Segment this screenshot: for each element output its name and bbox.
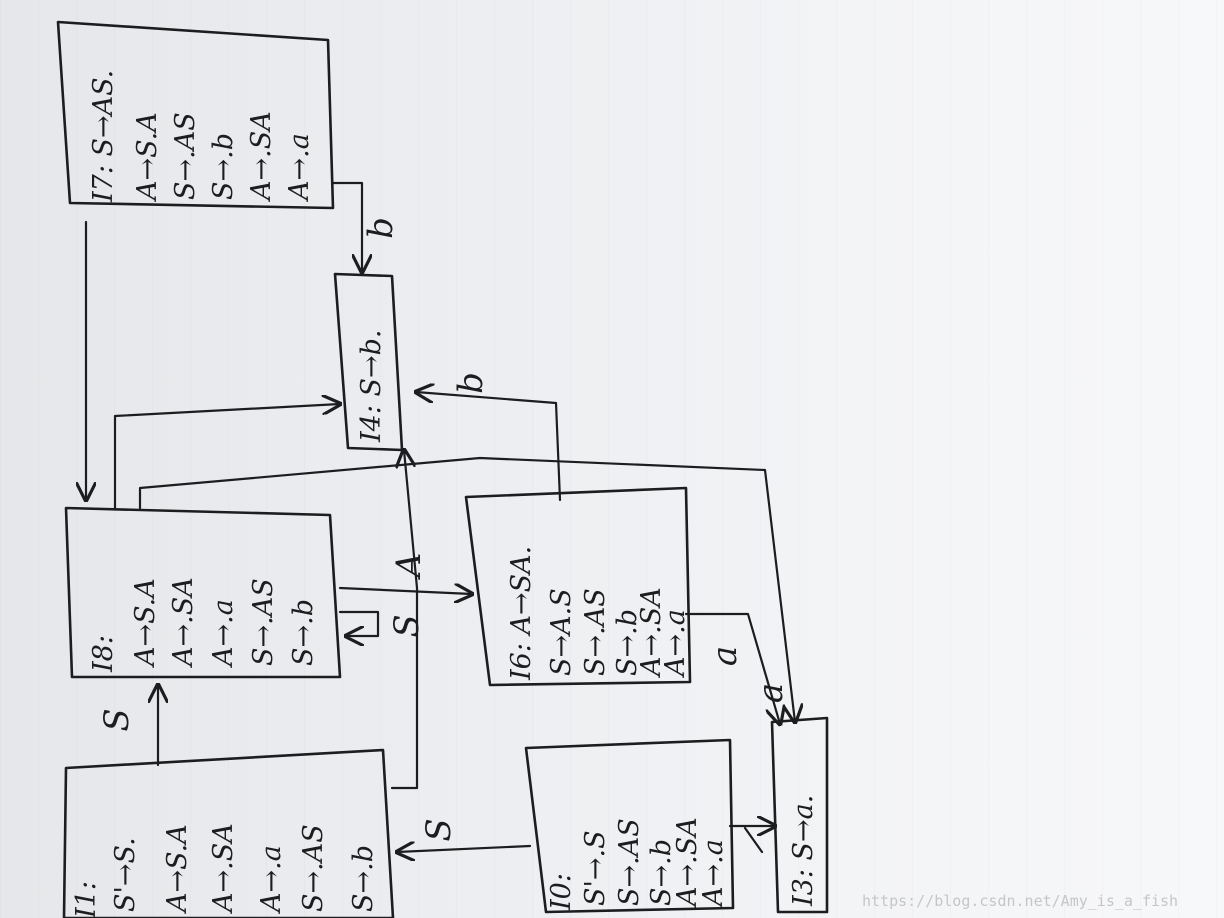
state-item-i1-1: A→S.A [130, 578, 161, 669]
state-item-i6-3: S→.b [612, 609, 643, 676]
edge-label-i0-i1: S [97, 708, 137, 731]
state-item-i6-2: S→.AS [580, 588, 611, 676]
edge-label-i1-i3: a [751, 683, 791, 703]
state-item-i8-2: S→.AS [614, 818, 645, 906]
edge-i0-i4 [390, 450, 419, 790]
state-item-i7-4: A→.SA [246, 111, 277, 203]
edge-i8-i3-branch [743, 826, 764, 854]
edge-label-i1-self: S [387, 614, 427, 637]
state-i1: I8: A→S.A A→.SA A→.a S→.AS S→.b [88, 577, 319, 673]
state-item-i7-1: A→S.A [132, 112, 163, 203]
state-item-i8-1: S'→.S [580, 830, 611, 906]
state-item-i8-5: A→.a [698, 839, 729, 909]
state-title-i1: I8: [88, 635, 119, 673]
edge-i7-i4 [331, 181, 362, 272]
watermark: https://blog.csdn.net/Amy_is_a_fish [862, 892, 1178, 910]
state-title-i6: I6: A→SA. [506, 546, 537, 681]
state-box-i0 [62, 748, 395, 918]
state-item-i1-2: A→.SA [168, 577, 199, 669]
state-i8: I0: S'→.S S→.AS S→.b A→.SA A→.a [546, 817, 729, 911]
state-box-i1 [64, 506, 342, 679]
edge-i1-i3 [138, 456, 795, 722]
state-item-i6-1: S→A.S [546, 588, 577, 676]
state-item-i6-5: A→.a [660, 609, 691, 679]
state-item-i0-3: A→.SA [208, 823, 239, 915]
edge-label-i6-i3: a [705, 646, 745, 666]
edge-i6-i3 [684, 612, 780, 724]
state-item-i0-4: A→.a [256, 845, 287, 915]
state-title-i7: I7: S→AS. [88, 70, 119, 203]
state-item-i7-2: S→.AS [170, 112, 201, 200]
state-box-i6 [464, 486, 692, 687]
state-item-i0-6: S→.b [348, 845, 379, 912]
state-box-i3 [770, 716, 829, 914]
state-item-i0-5: S→.AS [298, 824, 329, 912]
state-item-i6-4: A→.SA [636, 587, 667, 679]
state-item-i8-3: S→.b [646, 839, 677, 906]
state-title-i8: I0: [546, 873, 577, 911]
state-item-i7-3: S→.b [208, 133, 239, 200]
state-item-i0-2: A→S.A [162, 824, 193, 915]
edge-label-i7-i4: b [361, 217, 401, 239]
state-item-i7-5: A→.a [284, 133, 315, 203]
state-title-i3: I3: S→a. [788, 795, 819, 907]
state-item-i1-5: S→.b [288, 599, 319, 666]
edge-i6-i4 [416, 392, 562, 502]
state-title-i4: I4: S→b. [356, 329, 387, 443]
state-box-i7 [56, 20, 335, 210]
edge-i8-i0 [397, 846, 532, 852]
state-i7: I7: S→AS. A→S.A S→.AS S→.b A→.SA A→.a [88, 70, 315, 203]
state-i6: I6: A→SA. S→A.S S→.AS S→.b A→.SA A→.a [506, 546, 691, 681]
edge-i1-i4 [113, 404, 340, 510]
state-item-i1-4: S→.AS [248, 578, 279, 666]
edge-label-i1-i6: A [389, 553, 429, 581]
state-item-i0-1: S'→S. [110, 837, 141, 912]
edge-label-i8-i0: S [419, 818, 459, 841]
edge-i1-self-loop [338, 610, 380, 636]
edge-label-i6-i4: b [451, 372, 491, 394]
state-box-i8 [524, 738, 735, 914]
state-item-i8-4: A→.SA [672, 817, 703, 909]
state-title-i0: I1: [71, 881, 102, 918]
state-i0: I1: S'→S. A→S.A A→.SA A→.a S→.AS S→.b [71, 823, 379, 918]
state-box-i4 [333, 272, 404, 452]
edge-i1-i6 [338, 588, 472, 594]
state-item-i1-3: A→.a [208, 599, 239, 669]
